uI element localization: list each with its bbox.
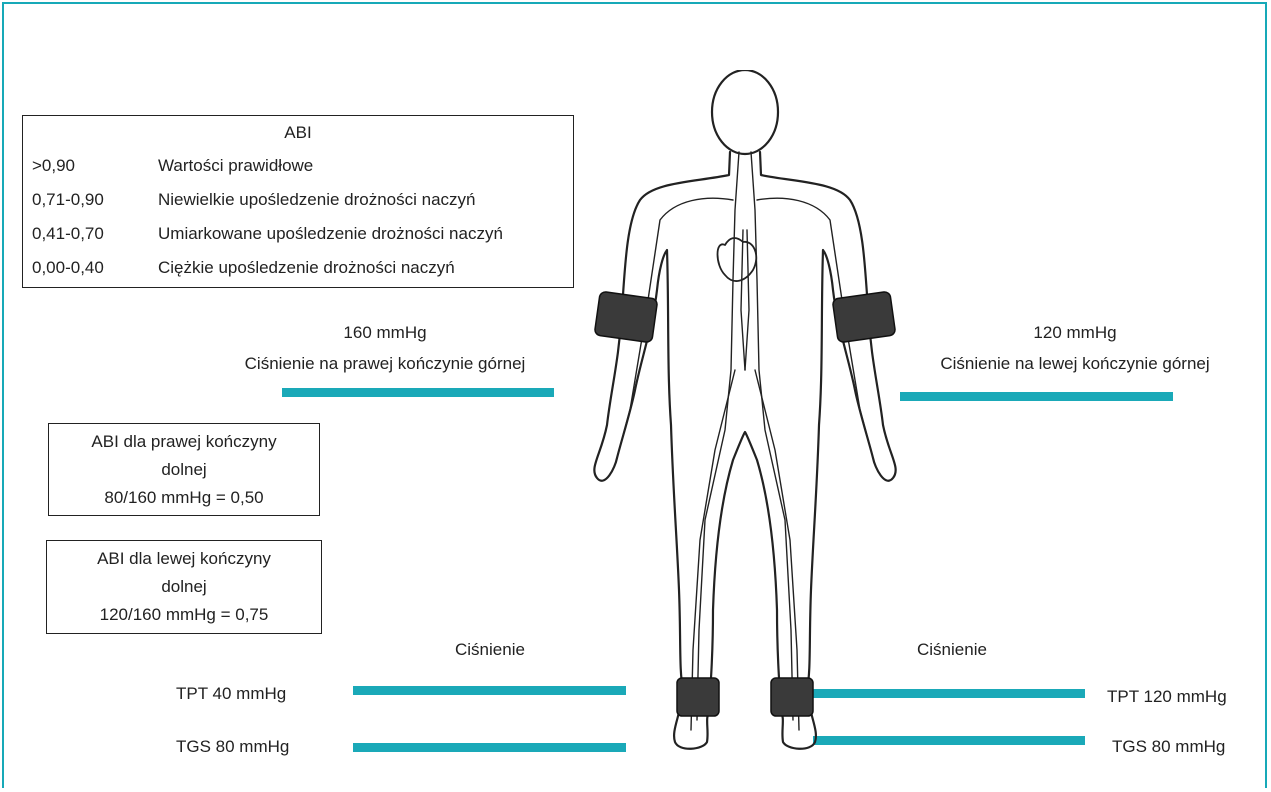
legend-range: >0,90 (32, 156, 75, 176)
abi-right-lower-box: ABI dla prawej kończyny dolnej 80/160 mm… (48, 423, 320, 516)
legend-range: 0,00-0,40 (32, 258, 104, 278)
right-lower-tgs: TGS 80 mmHg (176, 737, 289, 757)
right-lower-tpt: TPT 40 mmHg (176, 684, 286, 704)
left-upper-pressure-label: Ciśnienie na lewej kończynie górnej (900, 354, 1250, 374)
right-arm-cuff (594, 291, 658, 343)
abi-left-line1: ABI dla lewej kończyny (47, 545, 321, 573)
left-lower-heading: Ciśnienie (917, 640, 987, 660)
legend-range: 0,41-0,70 (32, 224, 104, 244)
abi-legend-title: ABI (23, 123, 573, 143)
abi-left-line3: 120/160 mmHg = 0,75 (47, 601, 321, 629)
left-upper-pressure-value: 120 mmHg (900, 323, 1250, 343)
abi-left-line2: dolnej (47, 573, 321, 601)
heart-shape (718, 238, 757, 281)
abi-left-lower-box: ABI dla lewej kończyny dolnej 120/160 mm… (46, 540, 322, 634)
legend-description: Ciężkie upośledzenie drożności naczyń (158, 258, 455, 278)
abi-right-line1: ABI dla prawej kończyny (49, 428, 319, 456)
abi-right-line2: dolnej (49, 456, 319, 484)
left-lower-tpt: TPT 120 mmHg (1107, 687, 1227, 707)
legend-description: Niewielkie upośledzenie drożności naczyń (158, 190, 476, 210)
head-outline (712, 70, 778, 154)
legend-description: Umiarkowane upośledzenie drożności naczy… (158, 224, 503, 244)
right-lower-heading: Ciśnienie (455, 640, 525, 660)
abi-right-line3: 80/160 mmHg = 0,50 (49, 484, 319, 512)
legend-range: 0,71-0,90 (32, 190, 104, 210)
left-arm-cuff (832, 291, 896, 343)
left-ankle-cuff (771, 678, 813, 716)
left-upper-pressure-bar (900, 392, 1173, 401)
human-body-vascular-illustration (575, 70, 915, 775)
right-ankle-cuff (677, 678, 719, 716)
right-upper-pressure-bar (282, 388, 554, 397)
vessel-lines (615, 152, 875, 730)
right-upper-pressure-label: Ciśnienie na prawej kończynie górnej (210, 354, 560, 374)
right-upper-pressure-value: 160 mmHg (210, 323, 560, 343)
abi-legend-box: ABI >0,90 Wartości prawidłowe 0,71-0,90 … (22, 115, 574, 288)
left-lower-tgs: TGS 80 mmHg (1112, 737, 1225, 757)
legend-description: Wartości prawidłowe (158, 156, 313, 176)
